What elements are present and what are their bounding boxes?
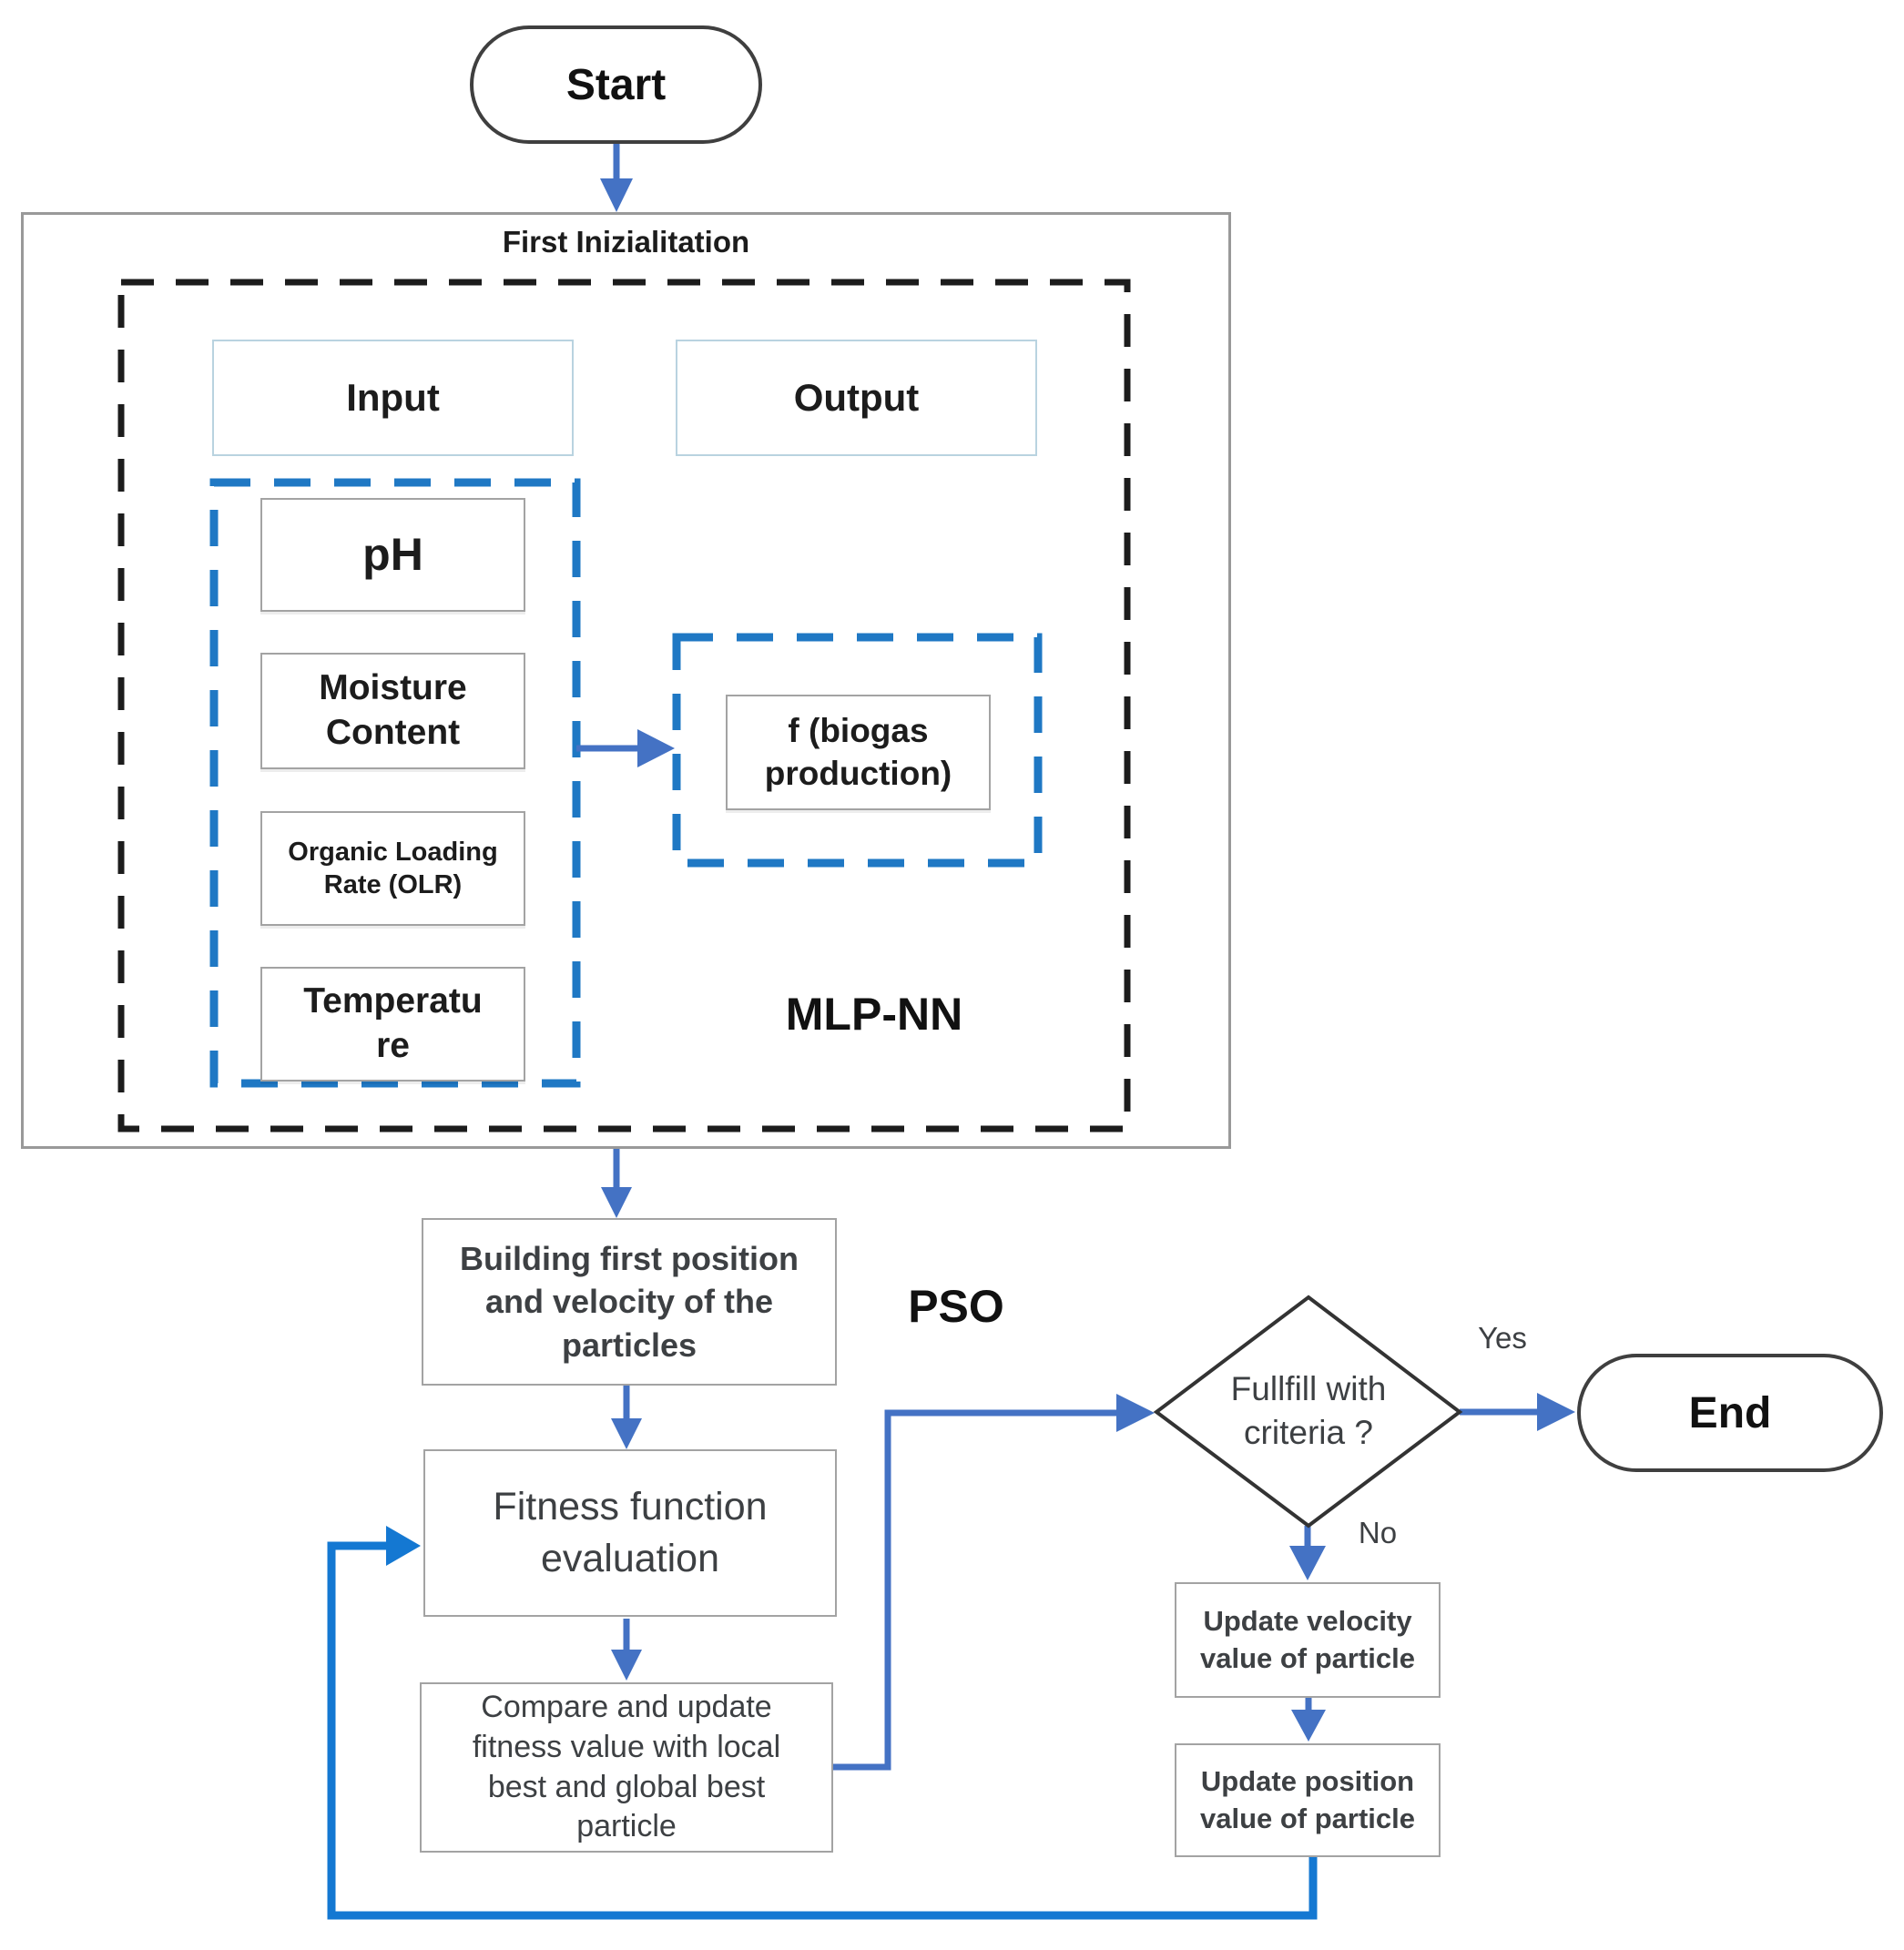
line-compare-to-decision — [833, 1409, 1118, 1771]
arrowhead-compare-decision — [1116, 1394, 1155, 1432]
input-olr-box: Organic Loading Rate (OLR) — [260, 811, 525, 926]
arrowhead-velocity-position — [1291, 1710, 1326, 1742]
arrowhead-loop-fitness — [386, 1526, 421, 1566]
decision-criteria-text: Fullfill with criteria ? — [1230, 1369, 1387, 1451]
arrowhead-building-fitness — [611, 1418, 642, 1449]
arrowhead-decision-no — [1289, 1546, 1326, 1580]
input-ph-box: pH — [260, 498, 525, 612]
compare-update-node: Compare and update fitness value with lo… — [420, 1682, 833, 1853]
input-temperature-box: Temperatu re — [260, 967, 525, 1082]
update-position-node: Update position value of particle — [1175, 1743, 1441, 1857]
update-velocity-node: Update velocity value of particle — [1175, 1582, 1441, 1698]
output-header: Output — [676, 340, 1037, 456]
end-node: End — [1577, 1354, 1883, 1472]
fitness-evaluation-node: Fitness function evaluation — [423, 1449, 837, 1617]
arrowhead-init-building — [601, 1187, 632, 1218]
input-header: Input — [212, 340, 574, 456]
input-moisture-box: Moisture Content — [260, 653, 525, 769]
pso-label: PSO — [908, 1281, 1004, 1332]
yes-branch-label: Yes — [1478, 1321, 1527, 1355]
first-initialization-box — [21, 212, 1231, 1149]
arrowhead-decision-end — [1537, 1393, 1575, 1431]
no-branch-label: No — [1358, 1516, 1398, 1549]
mlp-nn-label: MLP-NN — [785, 989, 963, 1040]
arrowhead-fitness-compare — [611, 1650, 642, 1681]
first-initialization-title: First Inizialitation — [502, 225, 750, 259]
arrowhead-start — [600, 178, 633, 212]
building-position-node: Building first position and velocity of … — [422, 1218, 837, 1386]
start-node: Start — [470, 25, 762, 144]
output-biogas-box: f (biogas production) — [726, 695, 991, 810]
